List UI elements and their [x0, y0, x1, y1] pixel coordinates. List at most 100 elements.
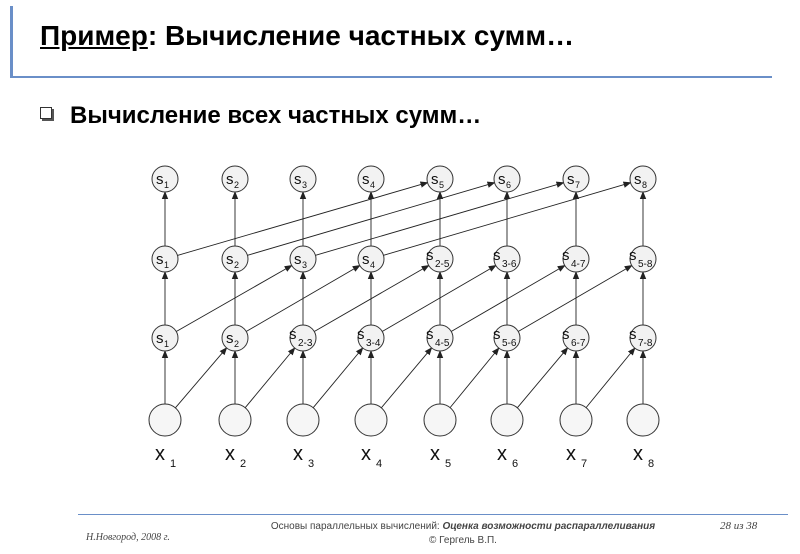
- node-circle: [357, 245, 385, 273]
- slide-title-rest: : Вычисление частных сумм…: [147, 20, 575, 51]
- edge-diagonal: [517, 264, 633, 332]
- node-subscript: 4-5: [435, 338, 450, 349]
- node-circle: [289, 165, 317, 193]
- node-subscript: 1: [164, 260, 169, 270]
- node-subscript: 5-8: [638, 259, 653, 270]
- sum-node: s4-7: [562, 245, 590, 273]
- footer-page-current: 28: [720, 520, 731, 532]
- node-label: s: [426, 247, 434, 264]
- node-subscript: 2: [234, 339, 239, 349]
- node-circle: [357, 165, 385, 193]
- edge-diagonal: [449, 347, 500, 408]
- node-label: s: [294, 251, 302, 268]
- node-circle: [289, 245, 317, 273]
- node-circle: [426, 324, 454, 352]
- slide-title: Пример: Вычисление частных сумм…: [40, 20, 574, 52]
- node-subscript: 7: [575, 180, 580, 190]
- input-label: x: [633, 443, 643, 465]
- bullet-text: Вычисление всех частных сумм…: [70, 102, 482, 129]
- node-circle: [221, 245, 249, 273]
- input-subscript: 2: [240, 458, 246, 470]
- edge-diagonal: [177, 181, 429, 256]
- node-subscript: 2-5: [435, 259, 450, 270]
- node-circle: [357, 324, 385, 352]
- node-subscript: 7-8: [638, 338, 653, 349]
- input-label: x: [293, 443, 303, 465]
- node-circle: [629, 245, 657, 273]
- input-subscript: 5: [445, 458, 451, 470]
- node-label: s: [634, 171, 642, 188]
- node-label: s: [567, 171, 575, 188]
- node-circle: [218, 403, 252, 437]
- node-label: s: [498, 171, 506, 188]
- node-circle: [562, 324, 590, 352]
- edge-diagonal: [176, 265, 293, 332]
- diagram-edges: [161, 181, 647, 409]
- input-label: x: [430, 443, 440, 465]
- node-subscript: 3: [302, 260, 307, 270]
- input-label: x: [225, 443, 235, 465]
- sum-node: s3-6: [493, 245, 521, 273]
- input-subscript: 6: [512, 458, 518, 470]
- footer-course-prefix: Основы параллельных вычислений:: [270, 521, 443, 532]
- footer-course: Основы параллельных вычислений: Оценка в…: [258, 520, 668, 548]
- sum-node: s5-8: [629, 245, 657, 273]
- node-subscript: 5-6: [502, 338, 517, 349]
- input-label: x: [497, 443, 507, 465]
- node-label: s: [562, 247, 570, 264]
- node-circle: [221, 165, 249, 193]
- node-subscript: 4: [370, 180, 375, 190]
- node-circle: [426, 245, 454, 273]
- node-subscript: 4-7: [571, 259, 586, 270]
- bullet-item: Вычисление всех частных сумм…: [40, 102, 481, 130]
- footer-location: Н.Новгород, 2008 г.: [86, 532, 170, 543]
- edge-diagonal: [585, 347, 636, 408]
- input-subscript: 4: [376, 458, 382, 470]
- edge-diagonal: [312, 347, 364, 408]
- node-subscript: 2-3: [298, 338, 313, 349]
- node-circle: [151, 324, 179, 352]
- footer-course-topic: Оценка возможности распараллеливания: [442, 521, 656, 532]
- node-subscript: 3-6: [502, 259, 517, 270]
- edge-diagonal: [175, 347, 228, 409]
- node-circle: [490, 403, 524, 437]
- node-circle: [426, 165, 454, 193]
- sum-node: s7-8: [629, 324, 657, 352]
- sum-node: s6-7: [562, 324, 590, 352]
- node-label: s: [629, 326, 637, 343]
- node-circle: [493, 165, 521, 193]
- edge-diagonal: [315, 181, 565, 256]
- sum-node: s2-3: [289, 324, 317, 352]
- sum-node: s3-4: [357, 324, 385, 352]
- node-circle: [562, 245, 590, 273]
- title-rule: [10, 76, 772, 78]
- edge-diagonal: [516, 347, 569, 409]
- node-subscript: 5: [439, 180, 444, 190]
- node-subscript: 4: [370, 260, 375, 270]
- node-label: s: [294, 171, 302, 188]
- footer-page-number: 28 из 38: [720, 520, 757, 532]
- edge-diagonal: [381, 264, 497, 332]
- input-subscript: 7: [581, 458, 587, 470]
- node-subscript: 3-4: [366, 338, 381, 349]
- node-circle: [151, 245, 179, 273]
- node-label: s: [362, 251, 370, 268]
- input-label: x: [155, 443, 165, 465]
- node-subscript: 1: [164, 339, 169, 349]
